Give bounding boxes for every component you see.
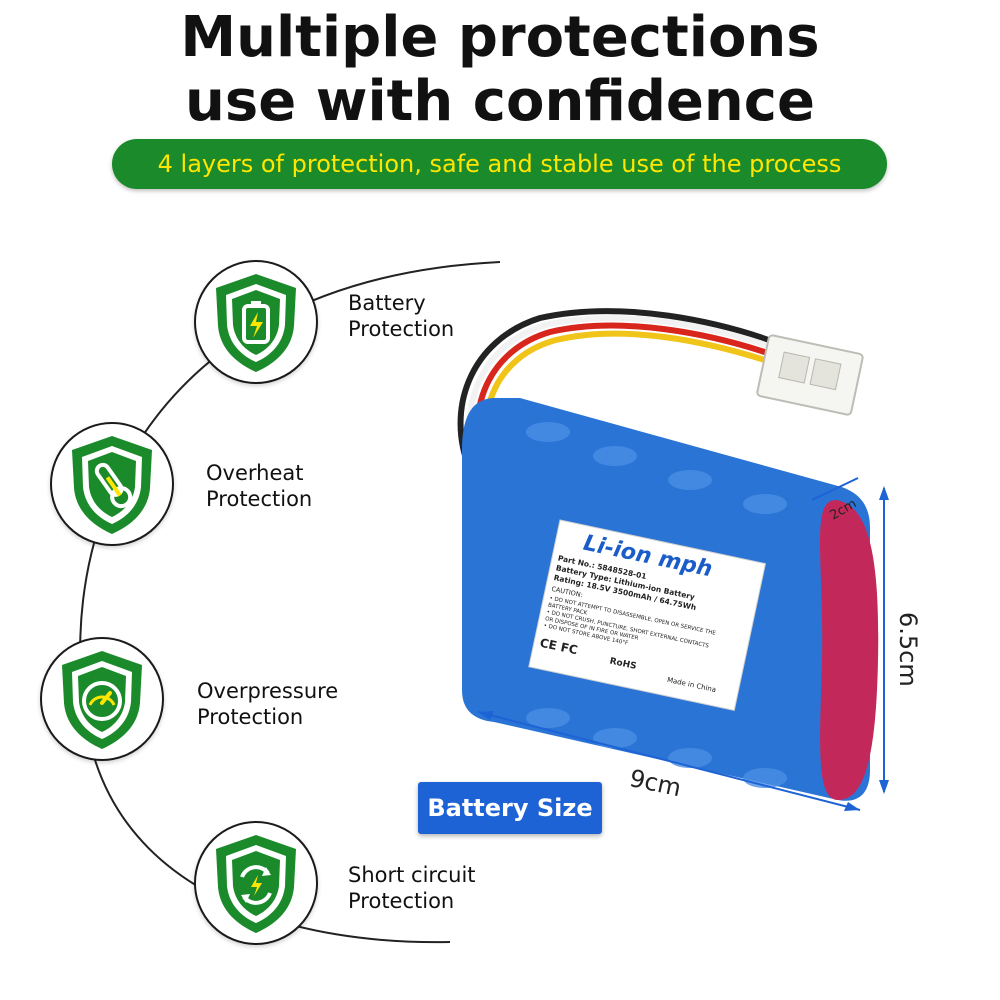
feature-title: Overpressure xyxy=(197,679,339,703)
feature-badge-overheat xyxy=(50,422,174,546)
feature-subtitle: Protection xyxy=(197,705,304,729)
feature-badge-overpressure xyxy=(40,637,164,761)
feature-title: Battery xyxy=(348,291,426,315)
headline-line-1: Multiple protections xyxy=(180,5,820,70)
battery-connector xyxy=(756,334,864,416)
feature-title: Short circuit xyxy=(348,863,476,887)
feature-subtitle: Protection xyxy=(206,487,313,511)
feature-subtitle: Protection xyxy=(348,889,455,913)
battery-icon xyxy=(216,274,296,372)
headline-line-2: use with confidence xyxy=(185,69,815,134)
gauge-icon xyxy=(62,651,142,749)
battery-pack-image: Li-ion mph Part No.: 5848528-01 Battery … xyxy=(457,308,922,811)
feature-label-overheat: Overheat Protection xyxy=(206,460,312,512)
feature-badge-battery xyxy=(194,260,318,384)
refresh-icon xyxy=(216,835,296,933)
battery-end-cap xyxy=(820,500,879,800)
battery-size-button[interactable]: Battery Size xyxy=(418,782,602,834)
height-dimension: 6.5cm xyxy=(879,486,922,794)
feature-label-battery: Battery Protection xyxy=(348,290,454,342)
protection-banner: 4 layers of protection, safe and stable … xyxy=(112,139,887,189)
height-label: 6.5cm xyxy=(894,612,922,687)
thermometer-icon xyxy=(72,436,152,534)
feature-title: Overheat xyxy=(206,461,304,485)
feature-label-overpressure: Overpressure Protection xyxy=(197,678,338,730)
width-label: 9cm xyxy=(627,764,684,802)
feature-subtitle: Protection xyxy=(348,317,455,341)
feature-badge-short-circuit xyxy=(194,821,318,945)
feature-label-short-circuit: Short circuit Protection xyxy=(348,862,476,914)
